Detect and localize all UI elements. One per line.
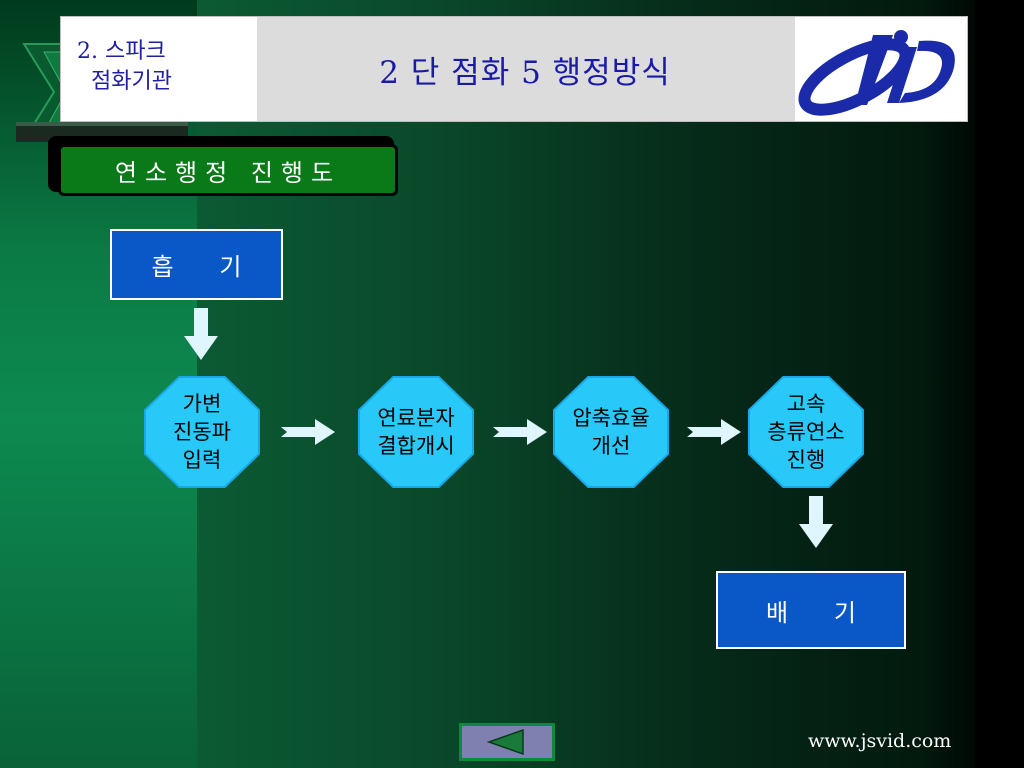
step-label: 고속 층류연소 진행 <box>750 378 862 486</box>
logo <box>795 17 967 121</box>
arrow-right-icon <box>281 419 335 445</box>
header-bar: 2. 스파크 점화기관 2 단 점화 5 행정방식 <box>60 16 968 122</box>
exhaust-box: 배 기 <box>716 571 906 649</box>
step-laminar-combustion: 고속 층류연소 진행 <box>748 376 864 488</box>
intake-box: 흡 기 <box>110 229 283 300</box>
back-button[interactable] <box>459 723 555 761</box>
arrow-right-icon <box>687 419 741 445</box>
step-label: 연료분자 결합개시 <box>360 378 472 486</box>
arrow-down-icon <box>799 496 833 548</box>
section-label: 2. 스파크 점화기관 <box>77 39 172 94</box>
website-url: www.jsvid.com <box>808 730 952 752</box>
step-fuel-molecule-bonding: 연료분자 결합개시 <box>358 376 474 488</box>
step-compression-efficiency: 압축효율 개선 <box>553 376 669 488</box>
vid-logo-icon <box>798 30 955 116</box>
arrow-down-icon <box>184 308 218 360</box>
arrow-right-icon <box>493 419 547 445</box>
right-strip <box>975 0 1024 768</box>
step-label: 압축효율 개선 <box>555 378 667 486</box>
back-arrow-icon <box>487 729 524 755</box>
step-variable-wave-input: 가변 진동파 입력 <box>144 376 260 488</box>
page-title: 2 단 점화 5 행정방식 <box>379 54 671 91</box>
step-label: 가변 진동파 입력 <box>146 378 258 486</box>
subtitle-banner: 연소행정 진행도 <box>58 144 398 196</box>
section-label-box: 2. 스파크 점화기관 <box>61 17 257 121</box>
